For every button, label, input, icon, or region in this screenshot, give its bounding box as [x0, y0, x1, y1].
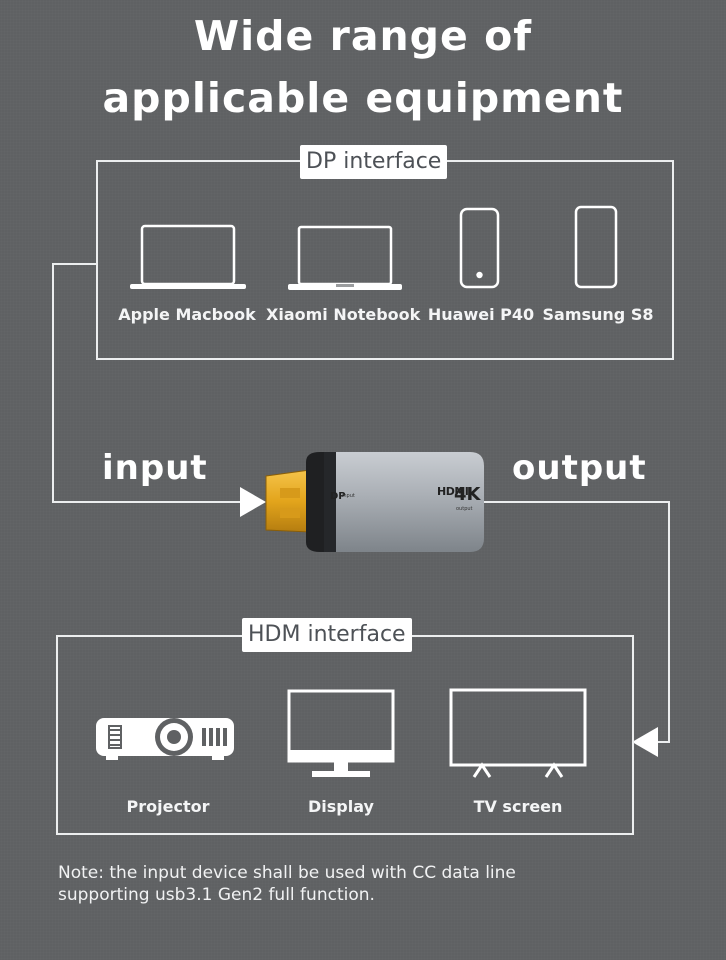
- adapter-output-text: output: [456, 506, 473, 512]
- monitor-icon: [287, 689, 395, 777]
- input-connector-line: [52, 501, 242, 503]
- output-connector-line: [668, 501, 670, 743]
- output-connector-line: [484, 501, 670, 503]
- hdmi-interface-label: HDM interface: [242, 618, 412, 652]
- output-label: output: [512, 448, 647, 488]
- input-label: input: [102, 448, 208, 488]
- smartphone-icon: [574, 205, 618, 289]
- projector-icon: [96, 718, 234, 760]
- device-label-tv-screen: TV screen: [473, 797, 563, 816]
- note-line-1: Note: the input device shall be used wit…: [58, 863, 516, 883]
- device-label-xiaomi-notebook: Xiaomi Notebook: [266, 305, 421, 324]
- device-label-projector: Projector: [126, 797, 210, 816]
- adapter-dp-text: DP: [330, 491, 346, 502]
- device-label-apple-macbook: Apple Macbook: [118, 305, 256, 324]
- laptop-icon: [288, 225, 402, 290]
- dp-to-hdmi-adapter: [265, 452, 484, 552]
- input-connector-line: [52, 263, 98, 265]
- dp-interface-label: DP interface: [300, 145, 448, 179]
- adapter-hdmi-text: HDMI: [437, 485, 469, 498]
- adapter-input-text: input: [342, 493, 355, 499]
- adapter-4k-text: 4K: [454, 484, 481, 505]
- laptop-icon: [130, 224, 246, 289]
- input-arrow-icon: [240, 487, 266, 517]
- device-label-display: Display: [308, 797, 374, 816]
- output-connector-line: [656, 741, 670, 743]
- note-line-2: supporting usb3.1 Gen2 full function.: [58, 885, 375, 905]
- smartphone-icon: [459, 207, 500, 289]
- output-arrow-icon: [632, 727, 658, 757]
- device-label-samsung-s8: Samsung S8: [542, 305, 654, 324]
- tv-icon: [449, 688, 587, 778]
- title-line-2: applicable equipment: [102, 74, 624, 122]
- title-line-1: Wide range of: [193, 12, 533, 60]
- device-label-huawei-p40: Huawei P40: [427, 305, 535, 324]
- input-connector-line: [52, 263, 54, 503]
